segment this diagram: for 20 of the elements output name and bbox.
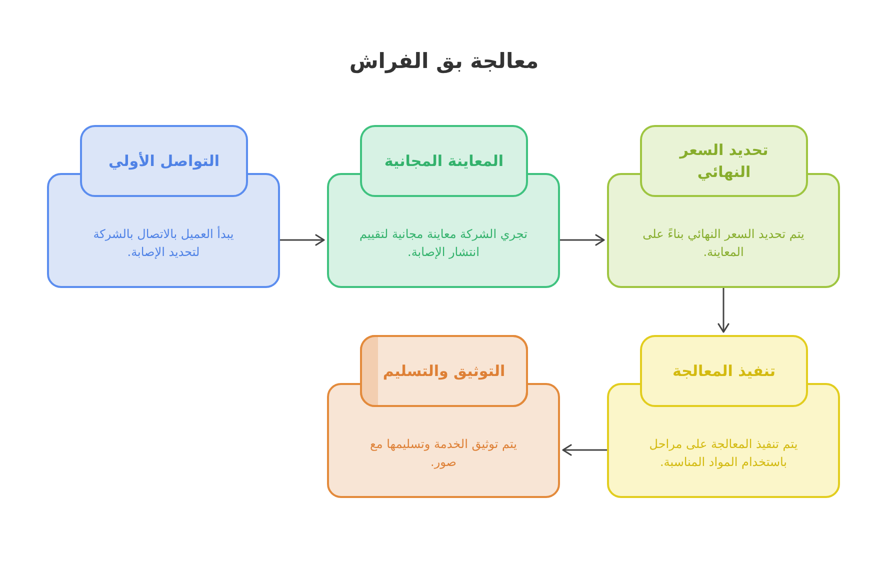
- step-title: التوثيق والتسليم: [382, 360, 506, 382]
- arrow: [280, 234, 325, 246]
- step-description: تجري الشركة معاينة مجانية لتقييم انتشار الإصابة.: [358, 226, 528, 260]
- diagram-title: معالجة بق الفراش: [349, 48, 539, 76]
- arrow: [718, 288, 730, 333]
- step-description: يتم توثيق الخدمة وتسليمها مع صور.: [369, 436, 518, 470]
- step-card: [327, 335, 560, 498]
- step-card: [47, 125, 280, 288]
- arrow: [562, 444, 607, 456]
- step-description: يتم تنفيذ المعالجة على مراحل باستخدام المواد المناسبة.: [648, 436, 799, 470]
- step-card: [607, 125, 840, 288]
- step-title: تحديد السعر النهائي: [678, 140, 770, 183]
- step-description: يتم تحديد السعر النهائي بناءً على المعاينة.: [642, 226, 806, 260]
- arrow: [560, 234, 605, 246]
- step-title: المعاينة المجانية: [384, 150, 504, 172]
- step-card: [327, 125, 560, 288]
- step-card: [607, 335, 840, 498]
- step-title: تنفيذ المعالجة: [672, 360, 776, 382]
- step-description: يبدأ العميل بالاتصال بالشركة لتحديد الإصابة.: [92, 225, 235, 260]
- step-title: التواصل الأولي: [108, 150, 220, 172]
